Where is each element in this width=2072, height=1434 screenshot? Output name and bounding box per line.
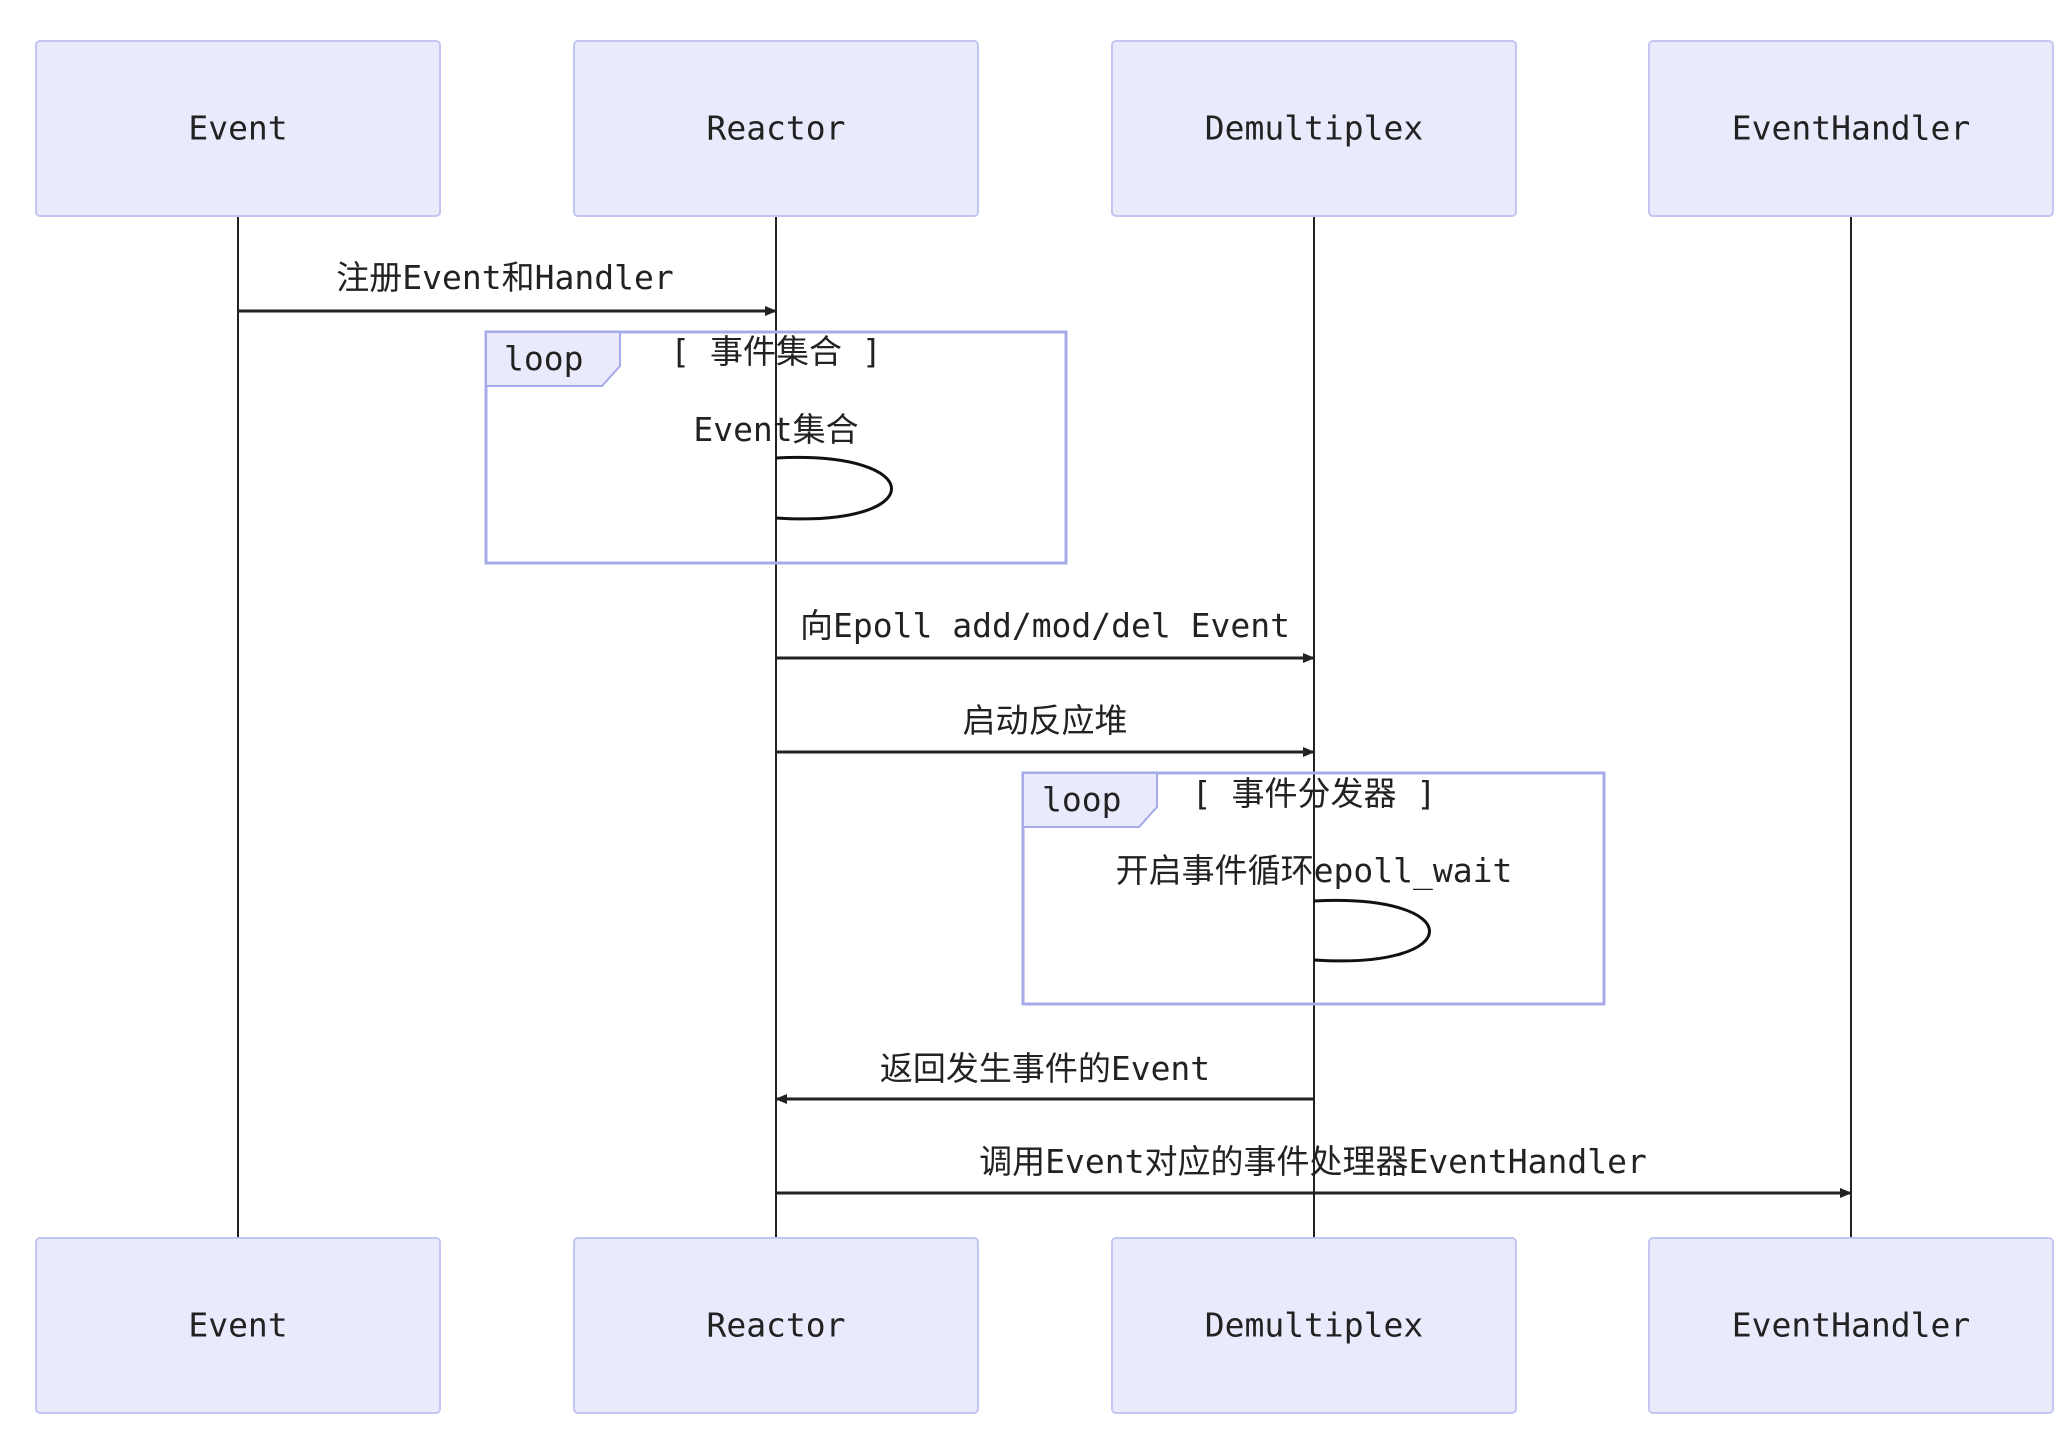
actor-label: Reactor: [706, 109, 845, 148]
actor-label: EventHandler: [1732, 109, 1970, 148]
actor-event-top: Event: [35, 40, 441, 217]
loop-keyword: loop: [1042, 780, 1121, 819]
loop-condition: [ 事件分发器 ]: [1192, 774, 1436, 813]
actor-event-handler-bottom: EventHandler: [1648, 1237, 2054, 1414]
message-label-invoke-handler: 调用Event对应的事件处理器EventHandler: [979, 1142, 1647, 1181]
loop-frame-event-dispatcher: loop [ 事件分发器 ]: [1021, 771, 1606, 1006]
message-label-start-reactor: 启动反应堆: [963, 701, 1128, 740]
message-label-event-set: Event集合: [693, 410, 858, 449]
actor-reactor-bottom: Reactor: [573, 1237, 979, 1414]
actor-label: Demultiplex: [1205, 109, 1424, 148]
loop-keyword: loop: [504, 339, 583, 378]
actor-label: EventHandler: [1732, 1306, 1970, 1345]
message-label-register: 注册Event和Handler: [336, 258, 673, 297]
loop-tab: [485, 331, 621, 387]
actor-reactor-top: Reactor: [573, 40, 979, 217]
actor-label: Event: [188, 109, 287, 148]
actor-event-handler-top: EventHandler: [1648, 40, 2054, 217]
self-message-epoll-wait: [1313, 898, 1431, 963]
loop-tab: [1022, 772, 1158, 828]
message-label-epoll-wait: 开启事件循环epoll_wait: [1116, 851, 1513, 891]
loop-frame-event-collection: loop [ 事件集合 ]: [484, 330, 1068, 565]
message-label-return-events: 返回发生事件的Event: [880, 1049, 1210, 1088]
message-label-epoll-ops: 向Epoll add/mod/del Event: [800, 606, 1290, 645]
actor-label: Reactor: [706, 1306, 845, 1345]
actor-label: Event: [188, 1306, 287, 1345]
self-message-event-set: [775, 455, 893, 521]
loop-condition: [ 事件集合 ]: [670, 332, 881, 371]
actor-event-bottom: Event: [35, 1237, 441, 1414]
actor-demultiplex-top: Demultiplex: [1111, 40, 1517, 217]
actor-demultiplex-bottom: Demultiplex: [1111, 1237, 1517, 1414]
actor-label: Demultiplex: [1205, 1306, 1424, 1345]
